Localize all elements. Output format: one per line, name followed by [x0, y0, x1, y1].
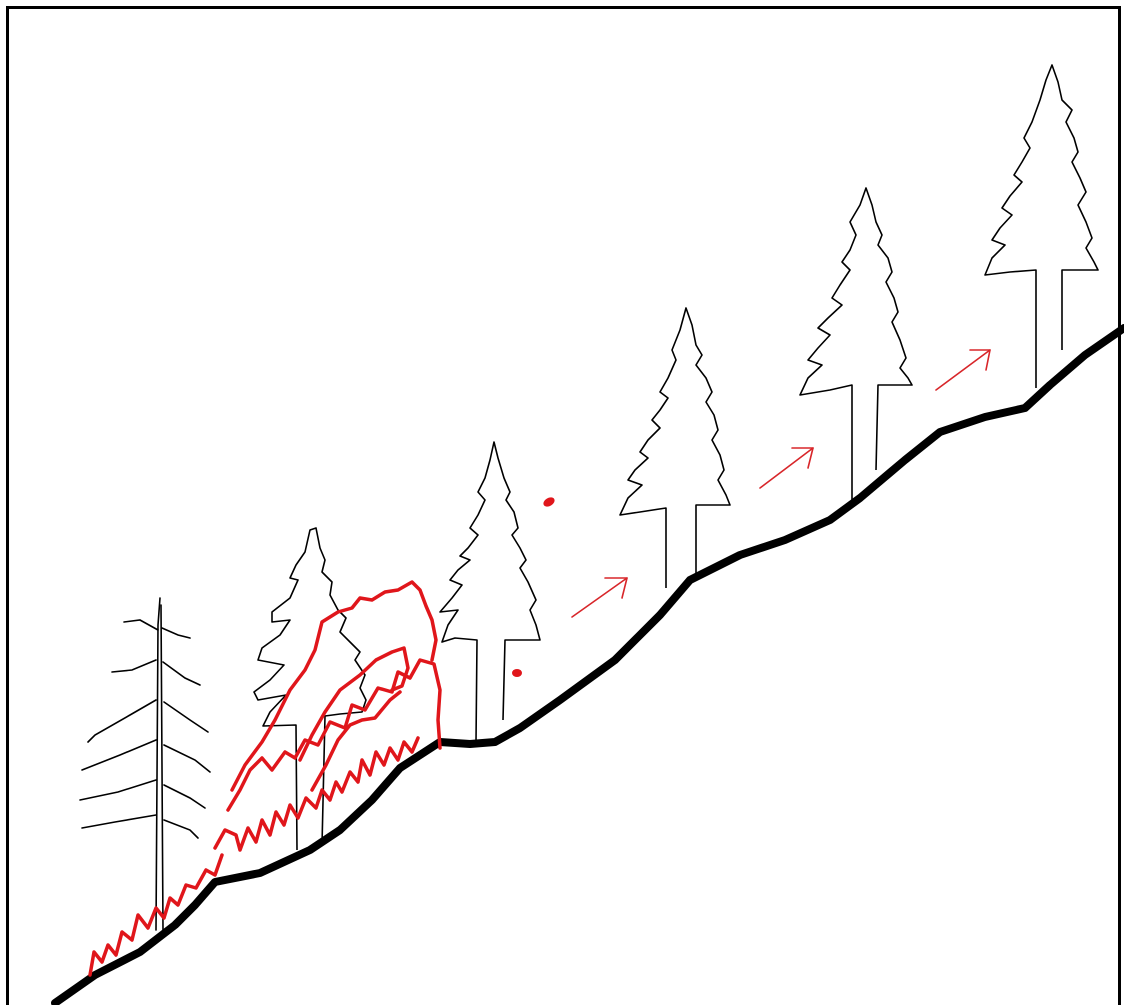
flame-inner-1 — [298, 646, 410, 762]
spread-arrow-3 — [935, 349, 991, 391]
flame-inner-2 — [310, 690, 402, 792]
tree-unburned-3 — [984, 64, 1099, 388]
spread-arrow-1 — [571, 577, 628, 618]
flame-lower-band — [213, 736, 420, 852]
tree-unburned-2 — [799, 187, 913, 500]
spread-arrow-2 — [759, 447, 814, 489]
flame-ground-front — [88, 853, 224, 977]
ember-upper — [543, 497, 555, 507]
embers — [512, 497, 555, 677]
fire-flames — [88, 580, 442, 977]
flame-mid-band — [226, 658, 442, 812]
tree-unburned-1 — [619, 307, 731, 588]
tree-dead-snag — [79, 597, 211, 931]
ground-slope — [51, 324, 1124, 1005]
spread-arrows — [571, 349, 991, 618]
tree-burning — [253, 527, 367, 851]
flame-upper-band — [230, 580, 438, 792]
tree-scorched — [439, 441, 541, 743]
ember-lower — [512, 669, 522, 677]
frame-border — [6, 6, 1121, 1005]
